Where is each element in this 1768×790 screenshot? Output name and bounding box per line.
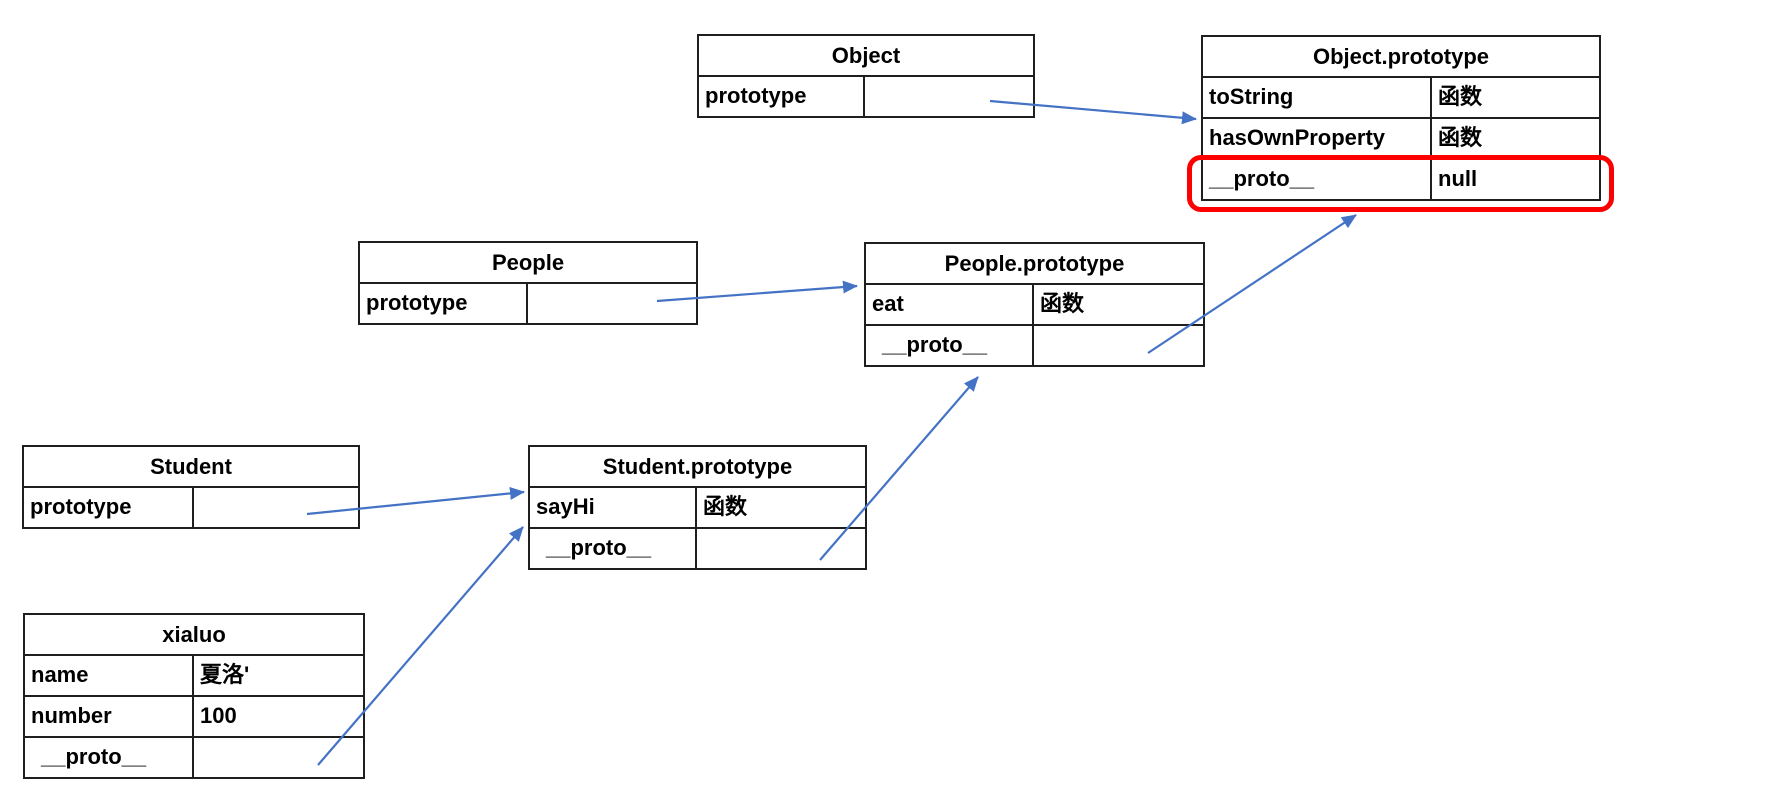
table-row: Student [21,445,361,488]
student-prototype-table-title: Student.prototype [528,445,867,488]
number-value: 100 [191,695,366,738]
object-prototype-value [863,75,1035,118]
eat-key: eat [864,283,1034,326]
name-key: name [23,654,194,697]
name-value: 夏洛' [191,654,366,697]
student-proto-key: __proto__ [528,527,697,570]
number-key: number [23,695,194,738]
table-row: toString 函数 [1201,76,1602,119]
table-row: prototype [697,75,1035,118]
student-table: Student prototype [21,445,361,529]
table-row: number 100 [23,695,366,738]
xialuo-proto-value [191,736,366,779]
object-table-title: Object [697,34,1035,77]
table-row: People [357,241,699,284]
hasownproperty-value: 函数 [1429,117,1602,160]
tostring-value: 函数 [1429,76,1602,119]
table-row: sayHi 函数 [528,486,867,529]
table-row: __proto__ [864,324,1205,367]
table-row: hasOwnProperty 函数 [1201,117,1602,160]
student-prototype-key: prototype [22,486,194,529]
xialuo-proto-key: __proto__ [23,736,194,779]
student-proto-value [695,527,867,570]
student-table-title: Student [21,445,361,488]
table-row: name 夏洛' [23,654,366,697]
table-row: prototype [22,486,361,529]
xialuo-table-title: xialuo [22,613,366,656]
eat-value: 函数 [1032,283,1205,326]
table-row: __proto__ [528,527,867,570]
table-row: __proto__ [23,736,366,779]
object-proto-key: __proto__ [1201,158,1432,201]
people-table-title: People [357,241,699,284]
xialuo-table: xialuo name 夏洛' number 100 __proto__ [22,613,366,779]
table-row-highlighted: __proto__ null [1201,158,1602,201]
student-prototype-value [191,486,361,529]
people-prototype-key: prototype [358,282,528,325]
people-proto-key: __proto__ [864,324,1034,367]
people-proto-value [1032,324,1205,367]
student-prototype-table: Student.prototype sayHi 函数 __proto__ [528,445,867,570]
table-row: xialuo [22,613,366,656]
object-prototype-table: Object.prototype toString 函数 hasOwnPrope… [1200,35,1602,201]
object-proto-value: null [1429,158,1602,201]
object-prototype-table-title: Object.prototype [1200,35,1602,78]
table-row: prototype [358,282,699,325]
hasownproperty-key: hasOwnProperty [1201,117,1432,160]
sayhi-value: 函数 [695,486,867,529]
table-row: Object.prototype [1200,35,1602,78]
sayhi-key: sayHi [528,486,697,529]
object-table: Object prototype [697,34,1035,118]
people-prototype-table: People.prototype eat 函数 __proto__ [864,242,1205,367]
tostring-key: toString [1201,76,1432,119]
table-row: People.prototype [864,242,1205,285]
people-prototype-value [525,282,699,325]
object-prototype-key: prototype [697,75,865,118]
people-table: People prototype [357,241,699,325]
table-row: Object [697,34,1035,77]
people-prototype-table-title: People.prototype [864,242,1205,285]
table-row: Student.prototype [528,445,867,488]
table-row: eat 函数 [864,283,1205,326]
